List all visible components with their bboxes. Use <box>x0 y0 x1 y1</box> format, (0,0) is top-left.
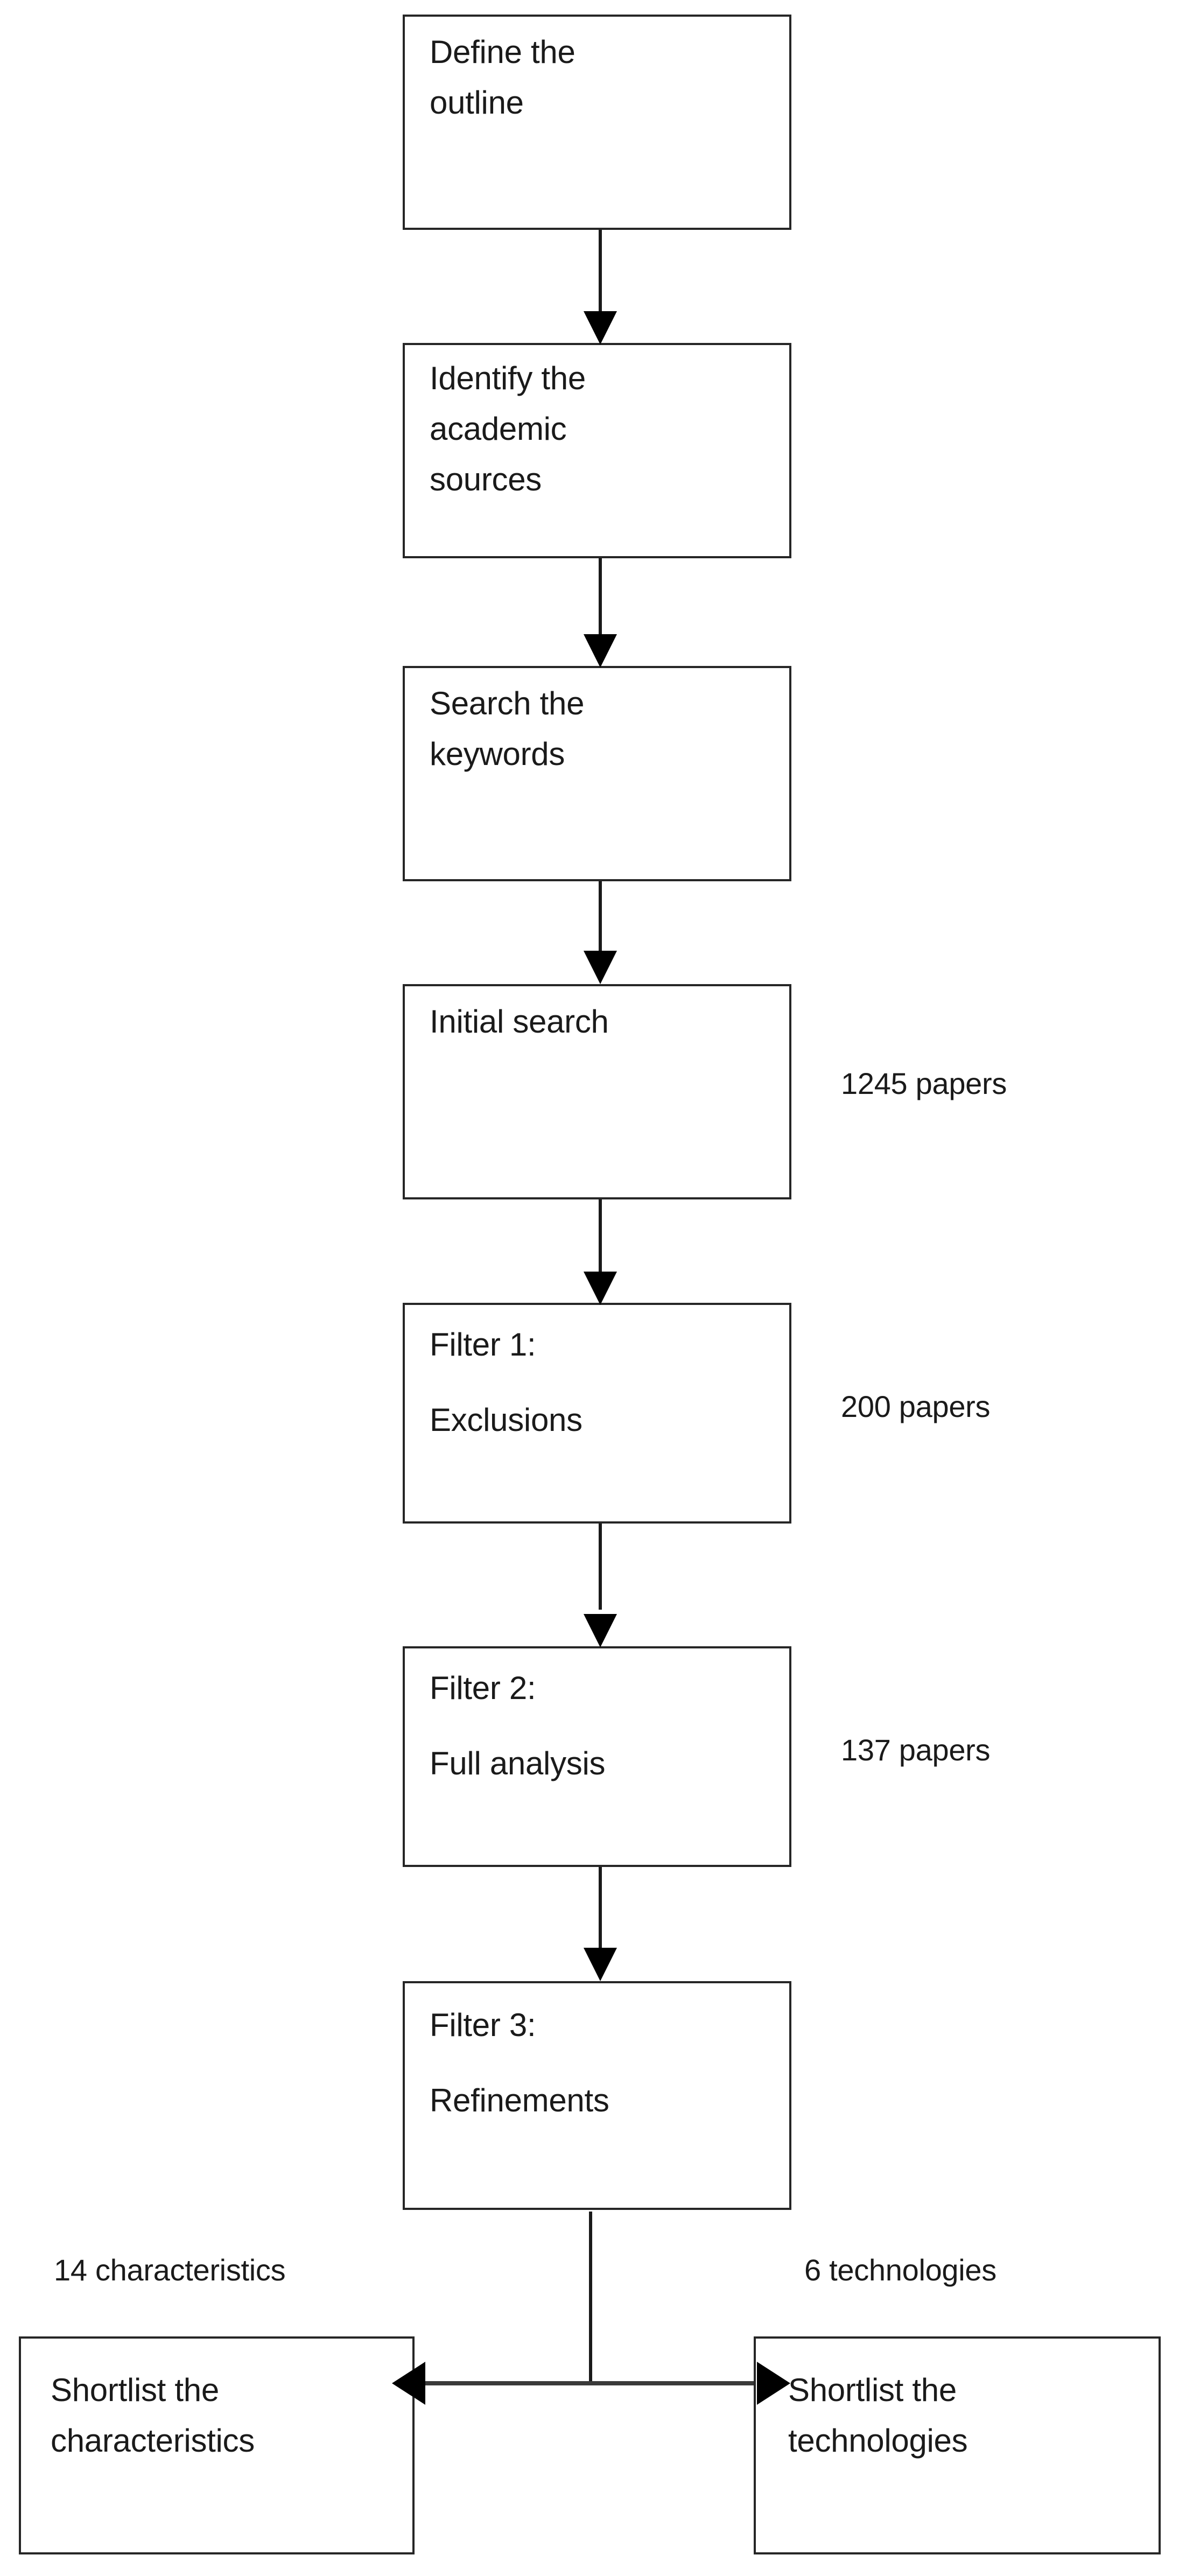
node-line: Shortlist the <box>51 2372 219 2408</box>
node-filter-1[interactable]: Filter 1: Exclusions <box>403 1303 791 1524</box>
node-line: Initial search <box>430 1003 609 1040</box>
arrowhead-down-icon-4 <box>584 1272 617 1305</box>
node-line: Filter 3: <box>430 2007 536 2043</box>
node-shortlist-technologies[interactable]: Shortlist the technologies <box>754 2336 1161 2554</box>
side-label-filter-2-count: 137 papers <box>841 1733 991 1767</box>
side-label-filter-1-count: 200 papers <box>841 1389 991 1423</box>
node-line: keywords <box>430 736 565 772</box>
node-line: Shortlist the <box>788 2372 957 2408</box>
node-line: Full analysis <box>430 1745 606 1781</box>
node-line: Define the <box>430 34 576 70</box>
side-label-technologies-count: 6 technologies <box>804 2253 996 2287</box>
arrowhead-left-icon <box>392 2362 425 2405</box>
node-search-keywords[interactable]: Search the keywords <box>403 666 791 881</box>
connector-line-6 <box>599 1847 602 1953</box>
node-initial-search[interactable]: Initial search <box>403 984 791 1199</box>
node-line: Exclusions <box>430 1402 583 1438</box>
arrowhead-down-icon-3 <box>584 951 617 984</box>
node-line: sources <box>430 461 542 497</box>
arrowhead-down-icon-1 <box>584 311 617 345</box>
arrowhead-down-icon-6 <box>584 1948 617 1981</box>
node-line: technologies <box>788 2423 968 2459</box>
node-shortlist-characteristics[interactable]: Shortlist the characteristics <box>19 2336 415 2554</box>
arrowhead-right-icon <box>757 2362 790 2405</box>
node-line: Refinements <box>430 2082 609 2118</box>
node-line: Search the <box>430 685 585 721</box>
arrowhead-down-icon-5 <box>584 1614 617 1647</box>
connector-line-4 <box>599 1179 602 1278</box>
node-filter-2[interactable]: Filter 2: Full analysis <box>403 1646 791 1867</box>
node-line: Filter 1: <box>430 1326 536 1363</box>
node-line: academic <box>430 411 567 447</box>
node-line: Filter 2: <box>430 1670 536 1706</box>
connector-line-split-stem <box>589 2212 592 2385</box>
node-line: outline <box>430 85 524 121</box>
node-line: characteristics <box>51 2423 255 2459</box>
arrowhead-down-icon-2 <box>584 634 617 668</box>
node-identify-sources[interactable]: Identify the academic sources <box>403 343 791 558</box>
node-define-outline[interactable]: Define the outline <box>403 15 791 230</box>
side-label-characteristics-count: 14 characteristics <box>54 2253 286 2287</box>
connector-line-1 <box>599 214 602 315</box>
node-line: Identify the <box>430 360 586 396</box>
connector-line-3 <box>599 851 602 954</box>
node-filter-3[interactable]: Filter 3: Refinements <box>403 1981 791 2210</box>
connector-line-5 <box>599 1502 602 1610</box>
connector-line-split-horizontal <box>425 2381 759 2385</box>
side-label-initial-search-count: 1245 papers <box>841 1066 1007 1100</box>
connector-line-2 <box>599 538 602 638</box>
